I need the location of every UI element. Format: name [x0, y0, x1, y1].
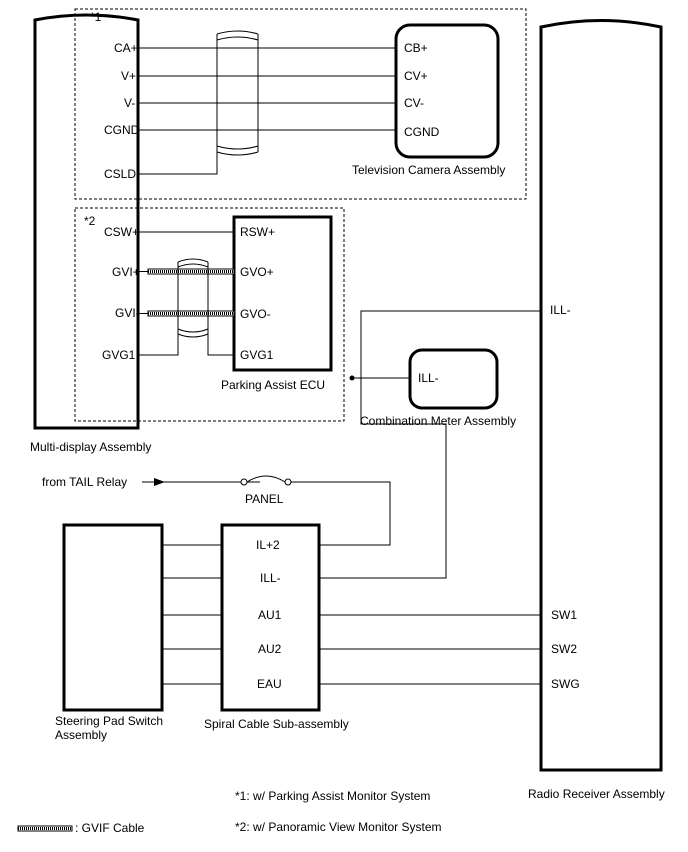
- steering-pad-switch-assembly-label-2: Assembly: [55, 728, 107, 742]
- tv-camera-assembly-label: Television Camera Assembly: [352, 163, 505, 177]
- tv-camera-assembly-body: [394, 23, 500, 159]
- fuse-element: [246, 475, 286, 483]
- radio-pin-sw1: SW1: [551, 608, 577, 622]
- spiral-cable-sub-assembly-body: [220, 523, 321, 712]
- illumination-wires: [319, 310, 541, 579]
- steering-pad-switch-assembly-body: [62, 523, 164, 712]
- display-pin-cgnd: CGND: [104, 123, 140, 137]
- radio-receiver-assembly-body: [539, 19, 663, 772]
- ecu-pin-rsw-plus: RSW+: [240, 225, 275, 239]
- display-pin-csw-plus: CSW+: [104, 225, 139, 239]
- ecu-pin-gvo-plus: GVO+: [240, 265, 274, 279]
- display-pin-gvg1: GVG1: [102, 348, 136, 362]
- ecu-wires: [138, 231, 234, 356]
- option-mark-2: *2: [84, 214, 96, 228]
- radio-receiver-assembly-label: Radio Receiver Assembly: [528, 787, 665, 801]
- radio-pin-ill-minus: ILL-: [550, 303, 571, 317]
- gvif-cables: [138, 268, 235, 317]
- combination-meter-assembly-body: [408, 348, 499, 410]
- spiral-pin-il-plus-2: IL+2: [256, 538, 280, 552]
- footnote-2: *2: w/ Panoramic View Monitor System: [235, 820, 442, 834]
- gvif-shield: [177, 258, 209, 338]
- panel-to-spiral-wire: [291, 481, 391, 546]
- display-pin-gvi-plus: GVI+: [112, 265, 140, 279]
- parking-assist-ecu-body: [232, 215, 333, 372]
- display-pin-gvi-minus: GVI-: [115, 306, 140, 320]
- camera-pin-cv-plus: CV+: [404, 69, 428, 83]
- ecu-pin-gvg1: GVG1: [240, 348, 274, 362]
- tail-relay-arrow: [154, 478, 165, 486]
- fuse-panel-label: PANEL: [245, 492, 284, 506]
- multi-display-assembly-label: Multi-display Assembly: [30, 440, 151, 454]
- spiral-pin-au1: AU1: [258, 608, 282, 622]
- parking-assist-ecu-label: Parking Assist ECU: [221, 378, 325, 392]
- spiral-cable-sub-assembly-label: Spiral Cable Sub-assembly: [204, 717, 349, 731]
- option-box-2: [74, 207, 345, 422]
- from-tail-relay-label: from TAIL Relay: [42, 475, 127, 489]
- option-box-1: [74, 8, 527, 200]
- display-pin-ca-plus: CA+: [114, 41, 138, 55]
- steering-spiral-wires: [162, 544, 222, 685]
- footnote-1: *1: w/ Parking Assist Monitor System: [235, 789, 430, 803]
- radio-pin-swg: SWG: [551, 677, 580, 691]
- illumination-splice: [349, 375, 355, 381]
- fuse-terminal-left: [240, 478, 248, 486]
- option-mark-1: *1: [90, 10, 102, 24]
- meter-pin-ill-minus: ILL-: [418, 371, 439, 385]
- camera-pin-cv-minus: CV-: [404, 96, 424, 110]
- camera-shield: [216, 30, 259, 156]
- display-pin-csld: CSLD: [104, 167, 136, 181]
- multi-display-assembly-body: [33, 13, 140, 430]
- steering-pad-switch-assembly-label-1: Steering Pad Switch: [55, 714, 163, 728]
- fuse-terminal-right: [284, 478, 292, 486]
- gvif-legend-label: : GVIF Cable: [75, 821, 145, 835]
- ecu-pin-gvo-minus: GVO-: [240, 307, 271, 321]
- spiral-pin-ill-minus: ILL-: [260, 571, 281, 585]
- display-pin-v-plus: V+: [121, 69, 136, 83]
- spiral-pin-eau: EAU: [257, 677, 282, 691]
- spiral-pin-au2: AU2: [258, 642, 282, 656]
- display-pin-v-minus: V-: [124, 96, 135, 110]
- radio-pin-sw2: SW2: [551, 642, 577, 656]
- combination-meter-assembly-label: Combination Meter Assembly: [360, 414, 516, 428]
- spiral-radio-wires: [319, 614, 541, 685]
- camera-pin-cb-plus: CB+: [404, 41, 428, 55]
- camera-wires: [138, 47, 396, 175]
- camera-pin-cgnd: CGND: [404, 125, 440, 139]
